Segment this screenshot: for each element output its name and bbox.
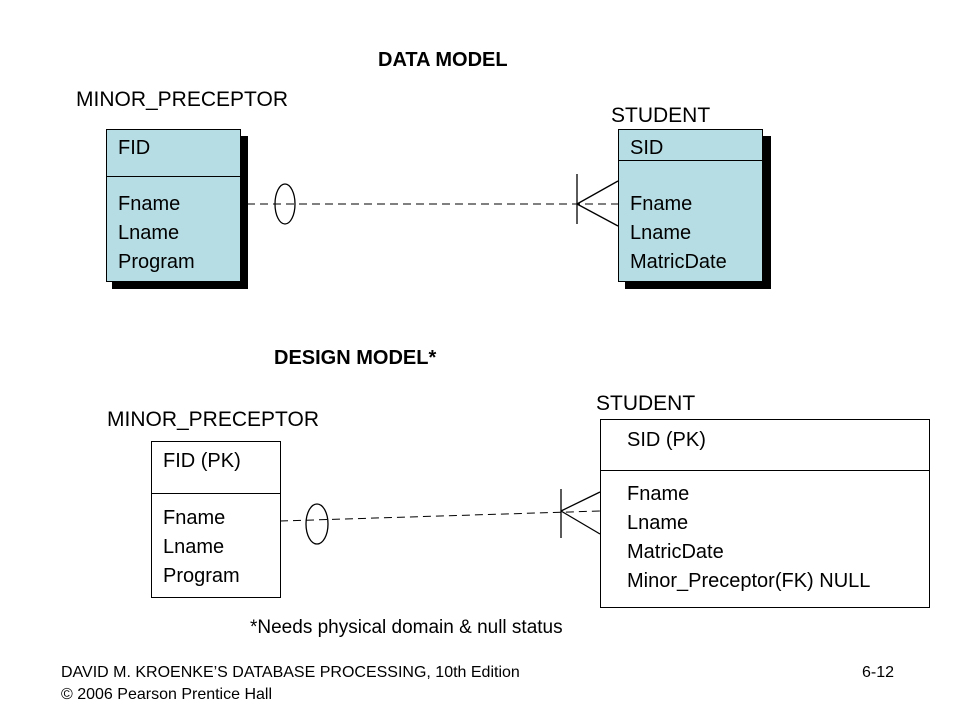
- entity-attribute: Fname: [118, 193, 181, 215]
- page-number: 6-12: [862, 664, 895, 681]
- entity-key: FID (PK): [163, 450, 241, 472]
- entity-attribute: Fname: [627, 483, 690, 505]
- design-model-crowfoot-upper: [560, 491, 601, 512]
- entity-attributes: Fname Lname Program: [118, 190, 195, 277]
- entity-box: FID Fname Lname Program: [106, 129, 241, 282]
- design-model-crowfoot-lower: [560, 510, 601, 535]
- entity-attributes: Fname Lname Program: [163, 504, 240, 591]
- entity-attribute: Program: [118, 251, 195, 273]
- entity-box: SID Fname Lname MatricDate: [618, 129, 763, 282]
- design-model-minor-preceptor-entity: FID (PK) Fname Lname Program: [151, 441, 281, 598]
- data-model-title: DATA MODEL: [378, 49, 508, 71]
- design-model-dashed-link: [279, 510, 601, 522]
- design-model-relationship: [279, 489, 601, 545]
- entity-separator: [152, 493, 280, 494]
- design-model-student-entity: SID (PK) Fname Lname MatricDate Minor_Pr…: [600, 419, 930, 608]
- entity-attribute: Fname: [630, 193, 693, 215]
- data-model-crowfoot-upper: [576, 180, 619, 205]
- entity-attribute: Lname: [163, 536, 225, 558]
- entity-attribute: Program: [163, 565, 240, 587]
- entity-key: SID: [630, 137, 664, 159]
- entity-attribute: Minor_Preceptor(FK) NULL: [627, 570, 871, 592]
- entity-separator: [619, 160, 762, 161]
- entity-attribute: MatricDate: [630, 251, 727, 273]
- footer-credit-line: DAVID M. KROENKE’S DATABASE PROCESSING, …: [61, 664, 520, 681]
- design-model-student-label: STUDENT: [596, 392, 696, 415]
- entity-separator: [107, 176, 240, 177]
- data-model-relationship: [247, 174, 619, 227]
- design-model-minor-preceptor-label: MINOR_PRECEPTOR: [107, 408, 319, 431]
- entity-attribute: MatricDate: [627, 541, 724, 563]
- entity-attribute: Fname: [163, 507, 226, 529]
- entity-attribute: Lname: [630, 222, 692, 244]
- design-model-note: *Needs physical domain & null status: [250, 617, 563, 638]
- entity-key: FID: [118, 137, 151, 159]
- design-model-optional-one-mark: [305, 503, 329, 545]
- entity-key: SID (PK): [627, 429, 706, 451]
- data-model-crowfoot-lower: [576, 203, 619, 227]
- entity-attributes: Fname Lname MatricDate: [630, 190, 727, 277]
- design-model-title: DESIGN MODEL*: [274, 347, 437, 369]
- entity-attribute: Lname: [118, 222, 180, 244]
- data-model-optional-one-mark: [274, 183, 296, 225]
- data-model-minor-preceptor-label: MINOR_PRECEPTOR: [76, 88, 288, 111]
- data-model-student-label: STUDENT: [611, 104, 711, 127]
- footer-copyright: © 2006 Pearson Prentice Hall: [61, 686, 273, 703]
- entity-attribute: Lname: [627, 512, 689, 534]
- entity-separator: [601, 470, 929, 471]
- entity-attributes: Fname Lname MatricDate Minor_Preceptor(F…: [627, 480, 870, 596]
